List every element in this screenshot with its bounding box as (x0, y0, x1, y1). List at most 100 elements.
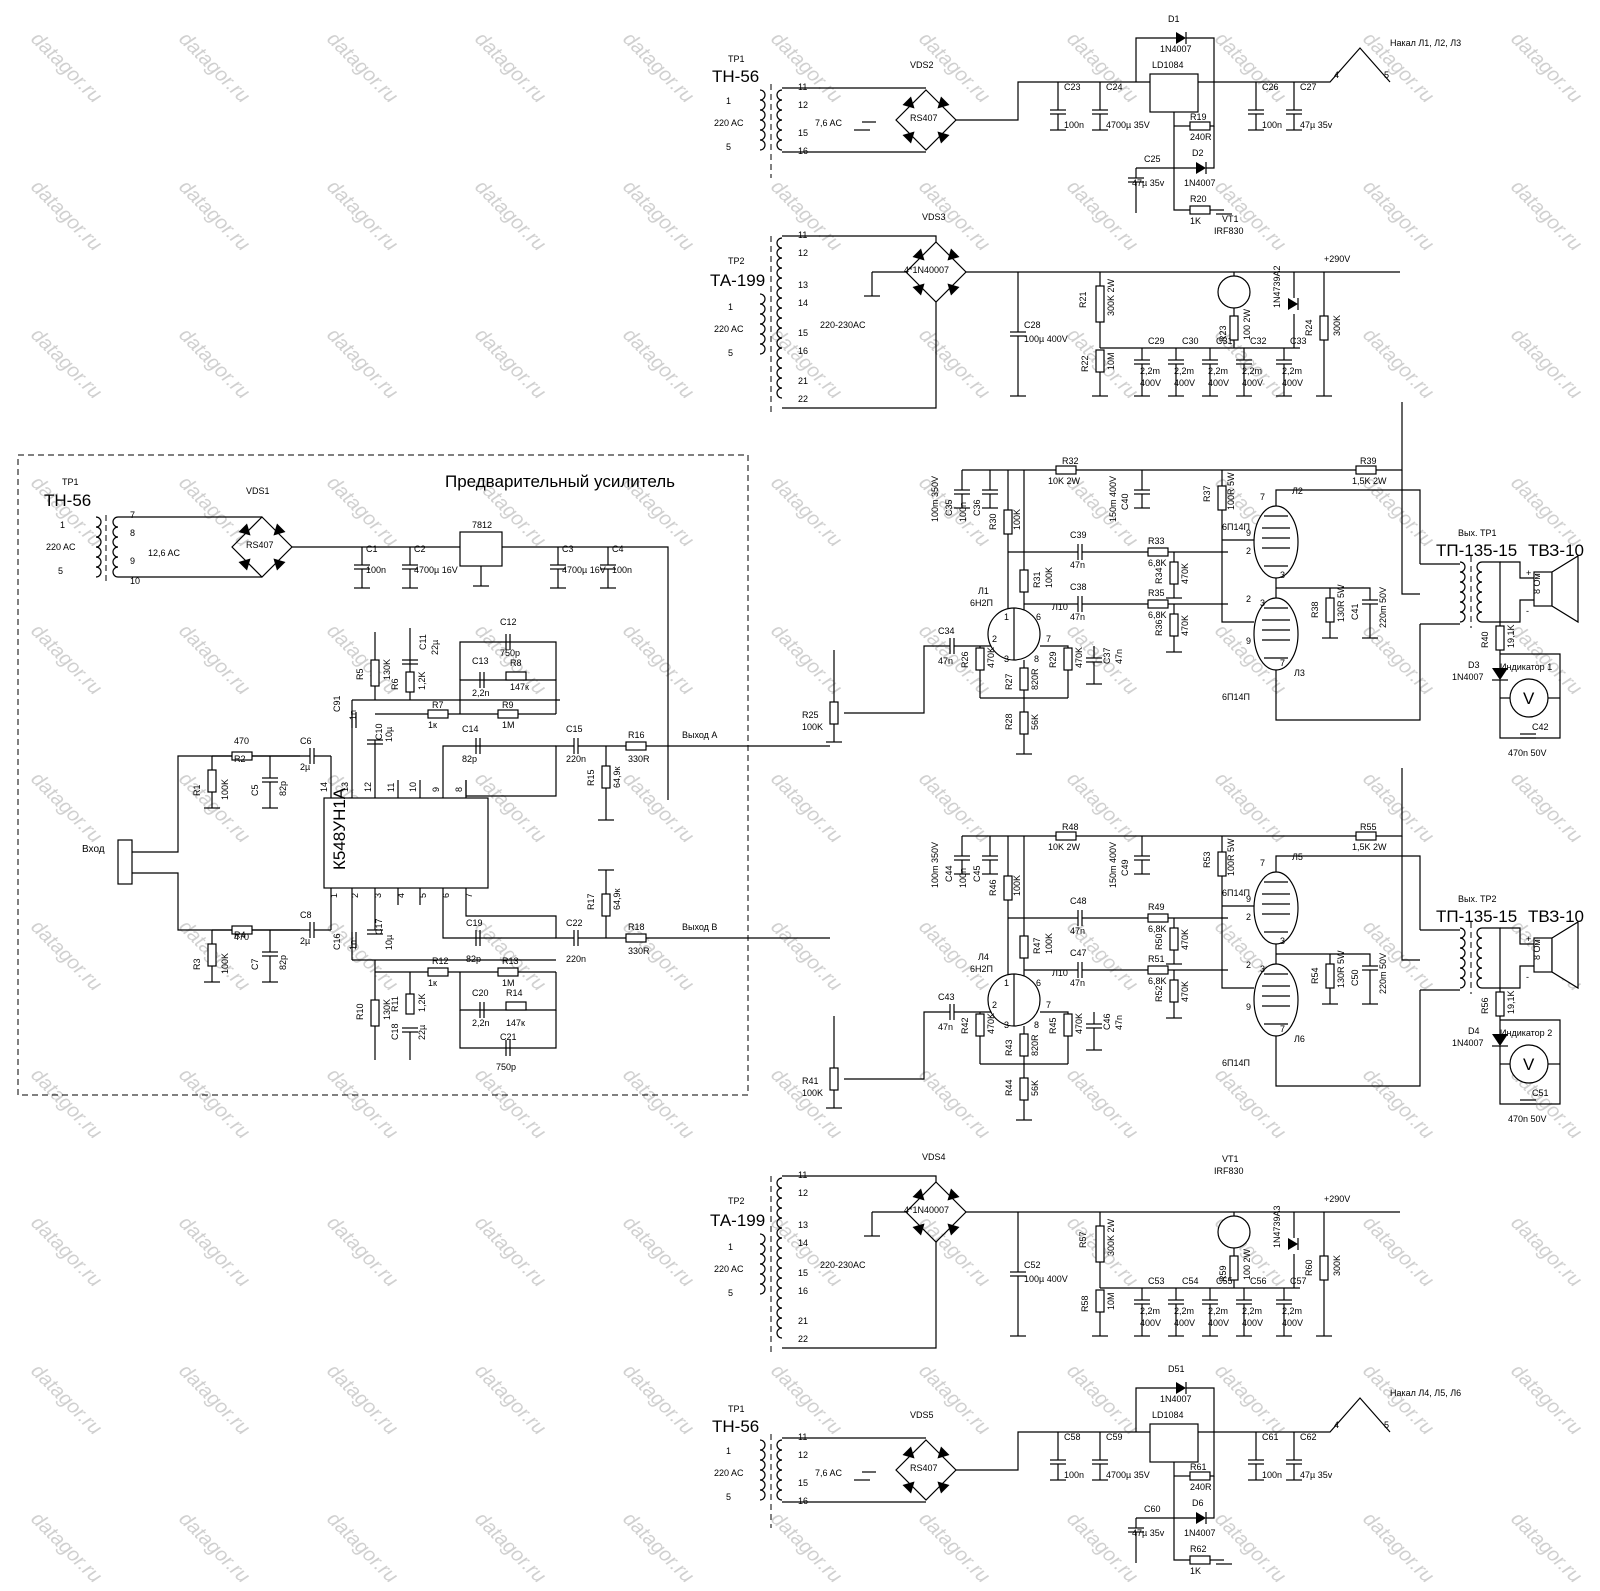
pin-label: 3 (1280, 570, 1285, 580)
cap-ref: C32 (1250, 336, 1267, 346)
wire (1198, 47, 1391, 83)
cap-value: 4700µ 35V (1106, 120, 1150, 130)
wire (844, 1011, 950, 1080)
cap-value: 100n (1064, 120, 1084, 130)
diode-ref: D3 (1468, 660, 1480, 670)
bridge-diode (937, 1446, 950, 1459)
bridge-type: RS407 (910, 1463, 938, 1473)
watermark-text: datagor.ru (1358, 176, 1438, 256)
pin-label: 3 (1260, 598, 1265, 608)
res-value: 240R (1190, 132, 1212, 142)
res-ref: R20 (1190, 194, 1207, 204)
resistor (1095, 349, 1105, 373)
cap-value: 220m 50V (1378, 953, 1388, 994)
speaker-impedance: 8 Ом (1532, 573, 1542, 594)
watermark-text: datagor.ru (322, 1360, 402, 1440)
pin-label: 12 (798, 100, 808, 110)
hv-output-label: +290V (1324, 1194, 1350, 1204)
pin-label: 1 (1004, 978, 1009, 988)
diode-ref: D1 (1168, 14, 1180, 24)
cap-ref: C44 (944, 865, 954, 882)
pin-label: 15 (798, 1478, 808, 1488)
wire (1499, 1019, 1561, 1105)
chip-pin-label: 3 (373, 893, 383, 898)
speaker-type: ТВЗ-10 (1528, 541, 1584, 560)
wire (132, 872, 300, 931)
resistor (1169, 979, 1179, 1003)
cap-value: 100µ 400V (1024, 334, 1068, 344)
cap-ref: C43 (938, 992, 955, 1002)
res-ref: R17 (586, 893, 596, 910)
res-ref: R47 (1032, 937, 1042, 954)
cap-value: 47n (1070, 926, 1085, 936)
resistor (1189, 205, 1211, 215)
watermark-text: datagor.ru (174, 28, 254, 108)
transformer-winding (1476, 927, 1483, 989)
res-value: 820R (1030, 1034, 1040, 1056)
resistor (497, 709, 519, 719)
diode-type: 1N4007 (1452, 1038, 1484, 1048)
watermark-text: datagor.ru (26, 1064, 106, 1144)
res-ref: R36 (1154, 619, 1164, 636)
watermark-text: datagor.ru (470, 28, 550, 108)
cap-value: 100n (958, 502, 968, 522)
res-value: 100R 5W (1226, 838, 1236, 876)
cap-value: 4700µ 35V (1106, 1470, 1150, 1480)
wire (502, 546, 669, 800)
diode (1176, 32, 1186, 44)
transformer-winding (776, 1177, 783, 1339)
res-ref: R62 (1190, 1544, 1207, 1554)
transformer-winding (759, 293, 766, 355)
res-value: 1M (502, 978, 515, 988)
cap-value: 100n (612, 565, 632, 575)
resistor (1095, 1289, 1105, 1313)
indicator-diode (1492, 1034, 1508, 1046)
wire (1275, 855, 1421, 930)
cap-value: 47n (938, 1022, 953, 1032)
resistor (625, 741, 647, 751)
resistor (1095, 1225, 1105, 1263)
cap-ref: C14 (462, 724, 479, 734)
mains-label: 220 AC (714, 1264, 744, 1274)
watermark-text: datagor.ru (26, 916, 106, 996)
res-ref: R9 (502, 700, 514, 710)
bridge-diode (912, 248, 925, 261)
watermark-text: datagor.ru (766, 768, 846, 848)
cap-ref: C24 (1106, 82, 1123, 92)
resistor (370, 659, 380, 687)
tube-ref: Л3 (1294, 668, 1305, 678)
cap-value: 22µ (430, 640, 440, 655)
chip-pin-label: 2 (350, 893, 360, 898)
resistor (427, 967, 449, 977)
res-ref: R24 (1304, 319, 1314, 336)
wire (962, 768, 1403, 837)
wire (844, 645, 950, 714)
pin-label: 5 (58, 566, 63, 576)
cap-ref: C50 (1350, 969, 1360, 986)
res-value: 1к (428, 720, 437, 730)
chip-pin-label: 13 (340, 782, 350, 792)
pin-label: 7 (1046, 634, 1051, 644)
cap-ref: C31 (1216, 336, 1233, 346)
res-ref: R46 (988, 879, 998, 896)
hv-output-label: +290V (1324, 254, 1350, 264)
watermark-text: datagor.ru (470, 1212, 550, 1292)
watermark-text: datagor.ru (1506, 324, 1586, 404)
res-value: 100K (220, 953, 230, 974)
cap-voltage: 400V (1174, 378, 1195, 388)
res-value: 1,5K 2W (1352, 476, 1387, 486)
cap-value: 47µ 35v (1300, 1470, 1333, 1480)
bridge-ref: VDS2 (910, 60, 934, 70)
cap-ref: C45 (972, 865, 982, 882)
fet-ref: VT1 (1222, 1154, 1239, 1164)
bridge-diode (902, 96, 915, 109)
res-ref: R21 (1078, 291, 1088, 308)
res-ref: R59 (1218, 1265, 1228, 1282)
pentode-tube (1253, 963, 1299, 1037)
pin-label: 11 (798, 1432, 807, 1442)
cap-value: 47n (1070, 560, 1085, 570)
mosfet (1217, 275, 1251, 309)
cap-ref: C7 (250, 958, 260, 970)
out-tr-type: ТП-135-15 (1436, 907, 1517, 926)
sec-voltage: 220-230AC (820, 320, 866, 330)
